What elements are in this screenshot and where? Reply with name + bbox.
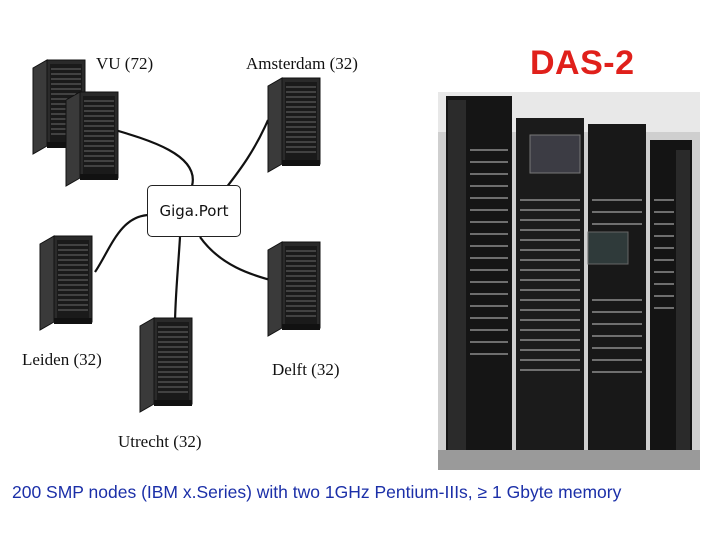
vu-rack-icon — [65, 91, 119, 187]
slide-title: DAS-2 — [530, 44, 635, 82]
delft-rack-icon — [267, 241, 321, 337]
site-label-utrecht: Utrecht (32) — [118, 432, 202, 451]
utrecht-rack-icon — [139, 317, 193, 413]
site-label-vu: VU (72) — [96, 54, 154, 73]
leiden-rack-icon — [39, 235, 93, 331]
gigaport-hub: Giga.Port — [147, 185, 241, 237]
das2-cluster-photo — [438, 92, 700, 470]
slide-caption: 200 SMP nodes (IBM x.Series) with two 1G… — [12, 482, 622, 502]
amsterdam-rack-icon — [267, 77, 321, 173]
site-label-leiden: Leiden (32) — [22, 350, 102, 369]
site-label-amsterdam: Amsterdam (32) — [246, 54, 358, 73]
site-label-delft: Delft (32) — [272, 360, 340, 379]
